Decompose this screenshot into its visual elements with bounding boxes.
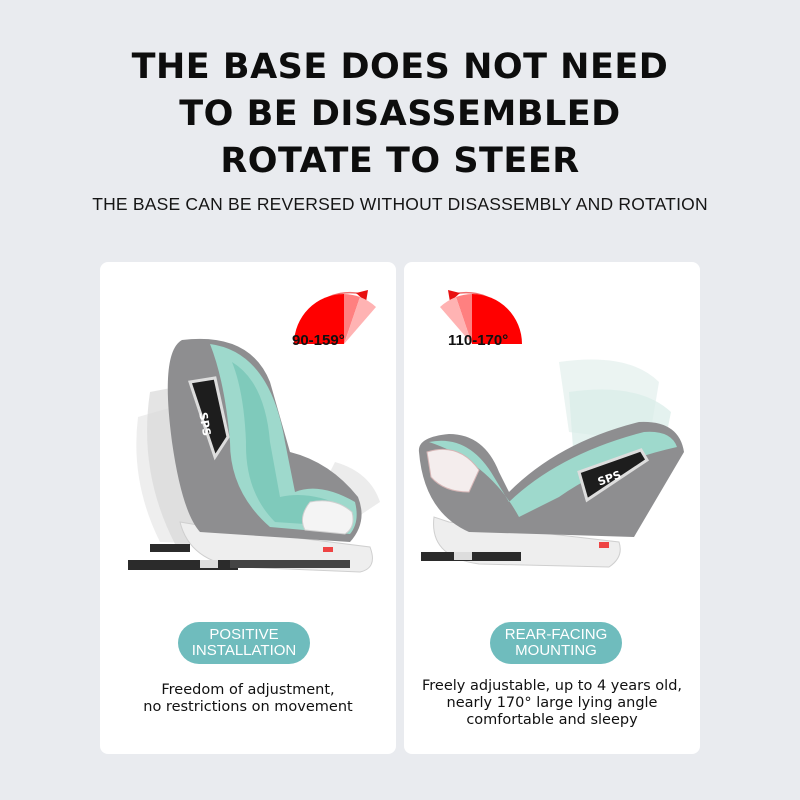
description-line-1: Freedom of adjustment, (161, 682, 335, 698)
card-description: Freedom of adjustment, no restrictions o… (100, 682, 396, 716)
badge-line-2: MOUNTING (515, 642, 597, 659)
rear-facing-mounting-badge: REAR-FACING MOUNTING (490, 622, 622, 664)
description-line-3: comfortable and sleepy (466, 712, 638, 728)
seat-logo: SPS (196, 411, 213, 437)
badge-line-1: POSITIVE (209, 626, 279, 643)
headline-line-3: ROTATE TO STEER (220, 141, 580, 181)
positive-installation-badge: POSITIVE INSTALLATION (178, 622, 310, 664)
description-line-2: no restrictions on movement (143, 699, 353, 715)
badge-line-1: REAR-FACING (504, 626, 608, 643)
car-seat-forward-image: SPS (128, 338, 380, 573)
angle-label: 110-170° (448, 332, 509, 349)
card-positive-installation: 90-159° SPS POSITIVE INSTALLATION Freedo… (100, 262, 396, 754)
headline-line-2: TO BE DISASSEMBLED (179, 94, 621, 134)
card-rear-facing-mounting: 110-170° SPS REAR-FACING MOUNTING Freely… (404, 262, 700, 754)
subtitle: THE BASE CAN BE REVERSED WITHOUT DISASSE… (92, 194, 708, 214)
recline-angle-dial-icon (294, 290, 376, 345)
badge-line-2: INSTALLATION (191, 642, 297, 659)
angle-label: 90-159° (292, 332, 345, 349)
headline: THE BASE DOES NOT NEED TO BE DISASSEMBLE… (0, 44, 800, 185)
car-seat-rear-facing-image: SPS (418, 359, 684, 568)
description-line-2: nearly 170° large lying angle (446, 695, 658, 711)
headline-line-1: THE BASE DOES NOT NEED (131, 47, 669, 87)
card-description: Freely adjustable, up to 4 years old, ne… (404, 678, 700, 729)
description-line-1: Freely adjustable, up to 4 years old, (421, 678, 683, 694)
recline-angle-dial-icon (440, 290, 522, 345)
